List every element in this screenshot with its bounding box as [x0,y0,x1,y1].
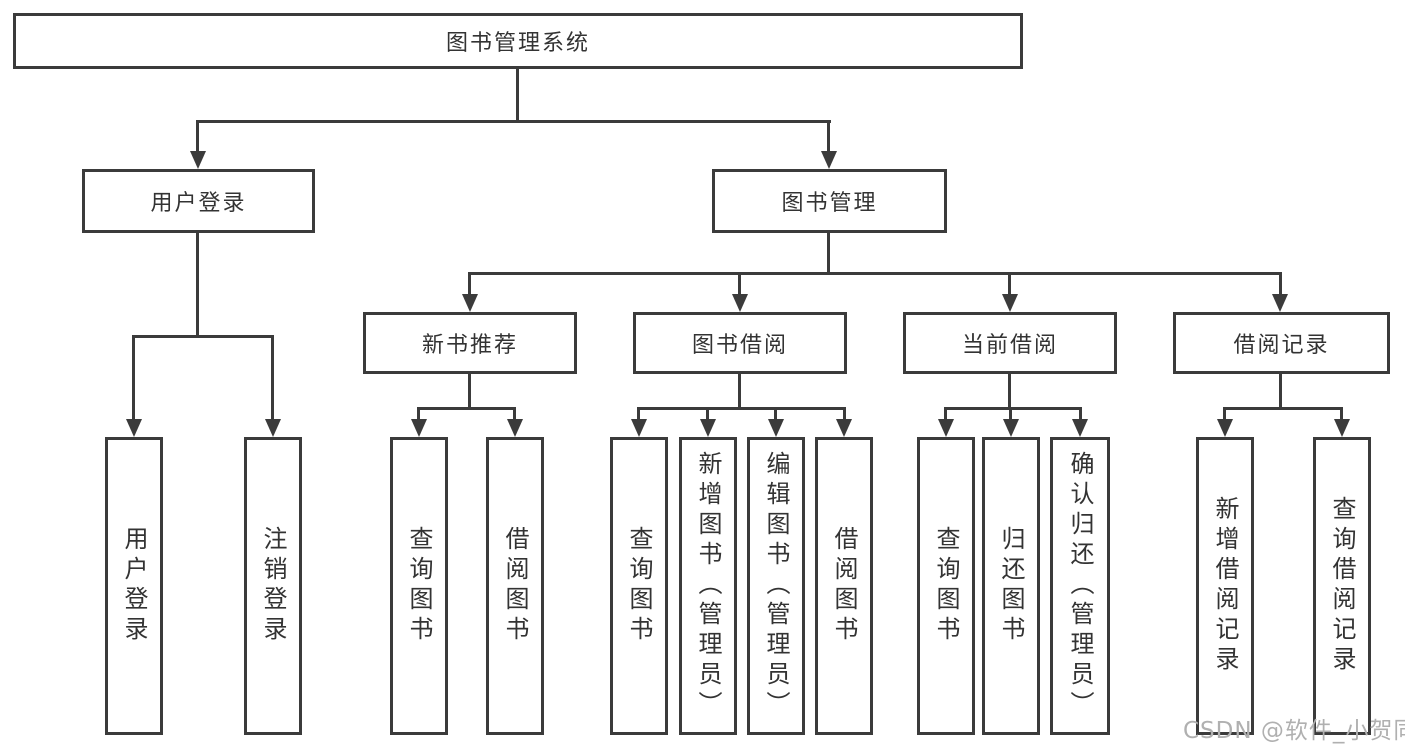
leaf-edit-book-admin: 编辑图书（管理员） [747,437,805,735]
node-label: 新书推荐 [421,333,518,358]
connector-bar [1223,407,1343,410]
node-book-borrowing: 图书借阅 [633,312,847,374]
leaf-label: 借阅图书 [830,526,858,646]
leaf-borrow-books: 借阅图书 [486,437,544,735]
leaf-label: 确认归还（管理员） [1066,451,1094,721]
leaf-label: 查询图书 [932,526,960,646]
leaf-label: 用户登录 [120,526,148,646]
leaf-borrow-books: 借阅图书 [815,437,873,735]
arrow-down-icon [768,419,784,437]
node-label: 借阅记录 [1233,333,1330,358]
node-label: 图书管理系统 [445,31,590,56]
connector-level1-bar [197,120,831,123]
leaf-label: 编辑图书（管理员） [762,451,790,721]
arrow-down-icon [126,419,142,437]
leaf-label: 查询借阅记录 [1328,496,1356,676]
connector-stem [738,374,741,407]
arrow-down-icon [265,419,281,437]
leaf-add-book-admin: 新增图书（管理员） [679,437,737,735]
connector-drop-leaf [1340,407,1343,421]
connector-stem [468,374,471,407]
connector-drop-book-borrow [738,272,741,296]
leaf-label: 新增图书（管理员） [694,451,722,721]
connector-drop-new-book [468,272,471,296]
leaf-query-borrow-record: 查询借阅记录 [1313,437,1371,735]
connector-drop-book-management [827,120,830,153]
leaf-label: 归还图书 [997,526,1025,646]
arrow-down-icon [700,419,716,437]
arrow-down-icon [1002,294,1018,312]
connector-drop-leaf [513,407,516,421]
leaf-query-books: 查询图书 [390,437,448,735]
leaf-label: 查询图书 [405,526,433,646]
connector-drop-leaf [132,335,135,421]
leaf-confirm-return-admin: 确认归还（管理员） [1050,437,1110,735]
node-borrowing-records: 借阅记录 [1173,312,1390,374]
node-label: 图书借阅 [691,333,788,358]
arrow-down-icon [938,419,954,437]
connector-drop-leaf [417,407,420,421]
watermark: CSDN @软件_小贺同学 [1183,718,1405,744]
arrow-down-icon [1072,419,1088,437]
node-new-book-recommendation: 新书推荐 [363,312,577,374]
node-label: 当前借阅 [961,333,1058,358]
arrow-down-icon [411,419,427,437]
leaf-logout: 注销登录 [244,437,302,735]
connector-stem [1008,374,1011,407]
leaf-query-books: 查询图书 [917,437,975,735]
leaf-query-books: 查询图书 [610,437,668,735]
leaf-label: 注销登录 [259,526,287,646]
connector-drop-leaf [1223,407,1226,421]
connector-root-stem [516,69,519,120]
arrow-down-icon [507,419,523,437]
connector-drop-leaf [774,407,777,421]
connector-drop-leaf [1079,407,1082,421]
connector-bar [944,407,1082,410]
connector-drop-borrow-records [1279,272,1282,296]
connector-drop-leaf [271,335,274,421]
node-user-login: 用户登录 [82,169,315,233]
node-label: 用户登录 [150,191,247,216]
connector-user-login-bar [133,335,274,338]
connector-drop-leaf [843,407,846,421]
connector-stem [1279,374,1282,407]
arrow-down-icon [1334,419,1350,437]
arrow-down-icon [821,151,837,169]
node-current-borrowing: 当前借阅 [903,312,1117,374]
arrow-down-icon [1272,294,1288,312]
leaf-user-login: 用户登录 [105,437,163,735]
leaf-label: 查询图书 [625,526,653,646]
leaf-add-borrow-record: 新增借阅记录 [1196,437,1254,735]
arrow-down-icon [462,294,478,312]
arrow-down-icon [1003,419,1019,437]
node-book-management: 图书管理 [712,169,947,233]
connector-book-management-stem [827,233,830,272]
arrow-down-icon [631,419,647,437]
connector-drop-leaf [637,407,640,421]
connector-drop-leaf [1009,407,1012,421]
connector-drop-current-borrow [1008,272,1011,296]
node-library-management-system: 图书管理系统 [13,13,1023,69]
connector-level3-bar [468,272,1282,275]
connector-drop-leaf [944,407,947,421]
arrow-down-icon [1217,419,1233,437]
connector-bar [637,407,846,410]
connector-user-login-stem [196,233,199,335]
node-label: 图书管理 [781,191,878,216]
arrow-down-icon [732,294,748,312]
arrow-down-icon [836,419,852,437]
connector-drop-leaf [706,407,709,421]
connector-drop-user-login [196,120,199,153]
arrow-down-icon [190,151,206,169]
connector-bar [417,407,516,410]
leaf-label: 新增借阅记录 [1211,496,1239,676]
leaf-label: 借阅图书 [501,526,529,646]
leaf-return-books: 归还图书 [982,437,1040,735]
